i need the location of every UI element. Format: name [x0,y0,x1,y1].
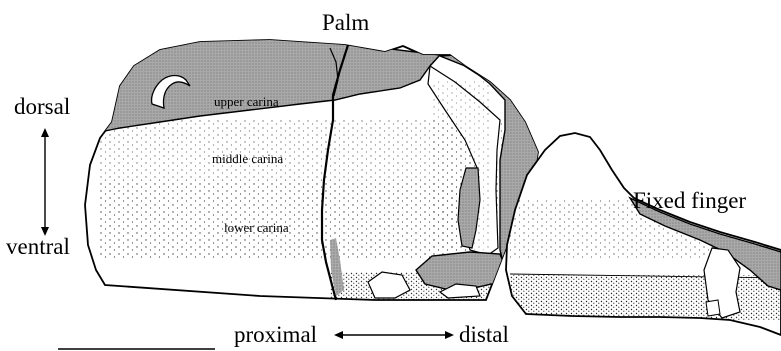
proximal-label: proximal [234,322,317,347]
dorsal-label: dorsal [14,94,70,119]
finger-tip-small-piece [706,300,720,316]
palm-label: Palm [322,10,369,35]
palm-fragment [85,38,540,302]
ventral-label: ventral [6,234,70,259]
dorsal-ventral-arrow [41,128,49,236]
upper-carina-label: upper carina [214,94,279,109]
fixed-finger-fragment [506,133,781,335]
finger-stipple-base [510,275,781,320]
distal-label: distal [459,322,509,347]
proximal-distal-arrow [334,331,454,339]
middle-carina-label: middle carina [212,151,283,166]
fixed-finger-label: Fixed finger [633,188,746,213]
lower-carina-label: lower carina [224,220,289,235]
